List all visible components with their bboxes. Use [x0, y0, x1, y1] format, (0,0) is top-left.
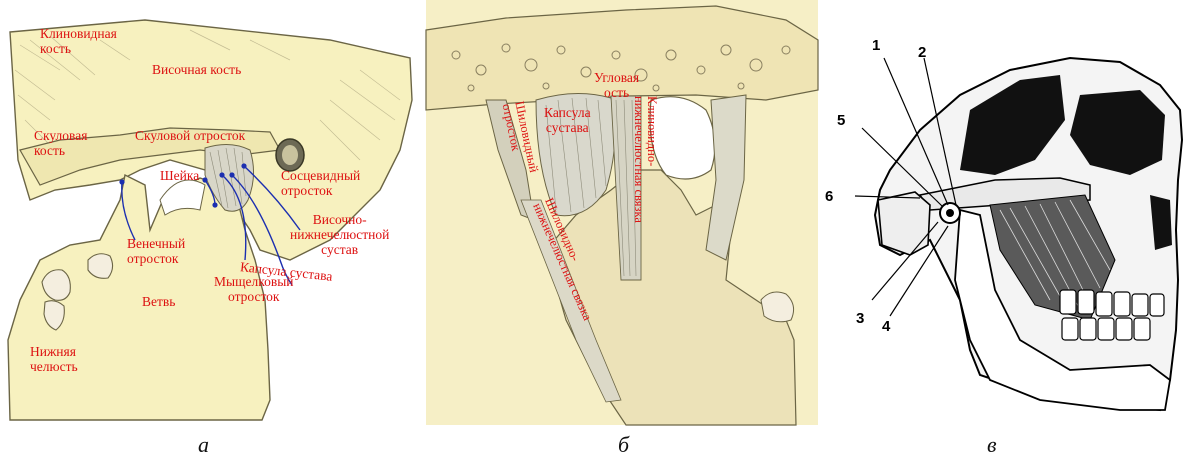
tooth: [761, 292, 794, 322]
label-sphenomandibular-ligament: Клиновидно-нижнечелюстная связка: [632, 96, 658, 223]
label-neck: Шейка: [160, 168, 199, 183]
marker-4: 4: [882, 318, 890, 335]
panel-a-letter: а: [198, 432, 209, 458]
label-zygomatic-process: Скуловой отросток: [135, 128, 245, 143]
mastoid-region: [878, 192, 930, 255]
marker-5: 5: [837, 112, 845, 129]
label-ramus: Ветвь: [142, 294, 175, 309]
panel-c-letter: в: [987, 432, 997, 458]
marker-3: 3: [856, 310, 864, 327]
panel-c-illustration: [820, 0, 1192, 456]
panel-b-illustration: [426, 0, 818, 456]
marker-1: 1: [872, 37, 880, 54]
label-temporal-bone: Височная кость: [152, 62, 241, 77]
infratemporal-hollow: [650, 97, 715, 179]
panel-c-skull-schematic: 1 2 3 4 5 6 в: [820, 0, 1192, 456]
marker-6: 6: [825, 188, 833, 205]
marker-2: 2: [918, 44, 926, 61]
panel-b-letter: б: [618, 432, 629, 458]
